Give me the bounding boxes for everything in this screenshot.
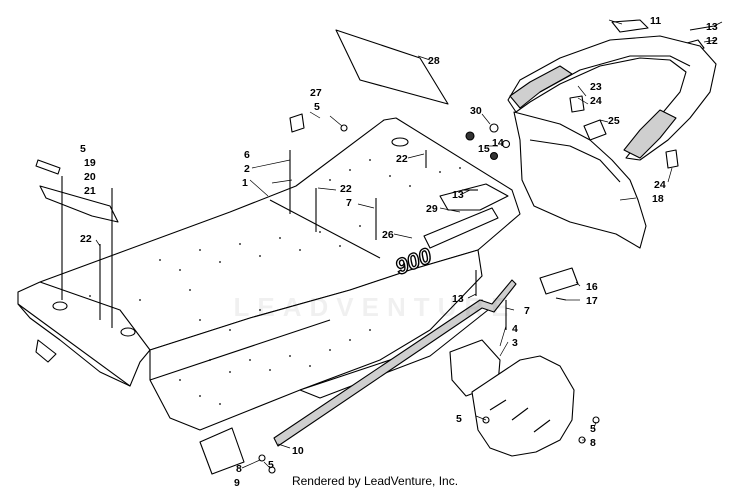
- callout-13b: 13: [706, 21, 718, 33]
- callout-14: 14: [492, 137, 504, 149]
- part-10-slide-rail: [273, 279, 517, 447]
- part-28-sheet: [335, 29, 449, 105]
- part-5-fastener-27: [340, 124, 348, 132]
- callout-25: 25: [608, 115, 620, 127]
- callout-16: 16: [586, 281, 598, 293]
- grab-bar-grip-right: [623, 109, 677, 159]
- tunnel-front-edge: [17, 303, 131, 387]
- callout-21: 21: [84, 185, 96, 197]
- part-19-strap: [35, 159, 61, 175]
- callout-5b: 5: [314, 101, 320, 113]
- callout-24a: 24: [590, 95, 602, 107]
- part-13-bolt-top: [689, 25, 715, 31]
- tunnel-rivet-holes: [89, 159, 461, 405]
- part-11-pad: [611, 19, 649, 33]
- callout-22c: 22: [340, 183, 352, 195]
- callout-15: 15: [478, 143, 490, 155]
- callout-13a: 13: [452, 189, 464, 201]
- part-30-washer: [489, 123, 499, 133]
- part-5-screw-left: [268, 466, 276, 474]
- part-14-washer: [501, 139, 511, 149]
- part-18-rear-flap: [513, 111, 647, 249]
- callout-22b: 22: [396, 153, 408, 165]
- part-24-bracket-lower: [665, 149, 679, 169]
- part-17-screw: [555, 297, 567, 301]
- tunnel-side-panel: [149, 249, 483, 431]
- part-5-screw-mid: [482, 416, 490, 424]
- callout-28: 28: [428, 55, 440, 67]
- part-16-plate: [539, 267, 579, 295]
- grab-bar-inner: [539, 55, 691, 93]
- callout-22a: 22: [80, 233, 92, 245]
- part-15-nut: [465, 131, 475, 141]
- tunnel-fold-line: [269, 199, 381, 259]
- callout-10: 10: [292, 445, 304, 457]
- bracket-cutouts: [489, 399, 551, 433]
- callout-24b: 24: [654, 179, 666, 191]
- callout-5a: 5: [80, 143, 86, 155]
- callout-29: 29: [426, 203, 438, 215]
- part-9-plate: [199, 427, 245, 475]
- callout-8a: 8: [590, 437, 596, 449]
- part-15-nut-2: [489, 151, 499, 161]
- tunnel-side-fold: [149, 319, 331, 381]
- callout-7b: 7: [524, 305, 530, 317]
- callout-3: 3: [512, 337, 518, 349]
- callout-30: 30: [470, 105, 482, 117]
- tunnel-hole-left: [52, 301, 68, 311]
- callout-labels: 1 2 6 5 19 20 21 22 27 5 28 22 22 7 13 2…: [80, 15, 718, 489]
- callout-27: 27: [310, 87, 322, 99]
- part-21-bracket: [39, 185, 119, 223]
- part-24-bracket-upper: [569, 95, 585, 113]
- tunnel-hole-top-rear: [391, 137, 409, 147]
- part-27-pad: [289, 113, 305, 133]
- callout-2: 2: [244, 163, 250, 175]
- part-25-bracket: [583, 119, 607, 141]
- callout-5e: 5: [268, 459, 274, 471]
- rear-flap-detail: [529, 139, 621, 183]
- callout-1: 1: [242, 177, 248, 189]
- callout-13c: 13: [452, 293, 464, 305]
- callout-11: 11: [650, 15, 661, 27]
- callout-19: 19: [84, 157, 96, 169]
- callout-8b: 8: [236, 463, 242, 475]
- callout-20: 20: [84, 171, 96, 183]
- callout-5d: 5: [590, 423, 596, 435]
- part-26-decal-panel: [423, 207, 499, 249]
- callout-17: 17: [586, 295, 598, 307]
- tunnel-hole-center: [120, 327, 136, 337]
- callout-26: 26: [382, 229, 394, 241]
- footer-credit: Rendered by LeadVenture, Inc.: [291, 474, 459, 488]
- part-8-screw-left: [258, 454, 266, 462]
- callout-9: 9: [234, 477, 240, 489]
- callout-12: 12: [706, 35, 718, 47]
- part-3-suspension-bracket: [471, 355, 575, 457]
- callout-23: 23: [590, 81, 602, 93]
- tunnel-front-tab: [35, 339, 57, 363]
- callout-18: 18: [652, 193, 664, 205]
- callout-4: 4: [512, 323, 518, 335]
- callout-7a: 7: [346, 197, 352, 209]
- callout-6: 6: [244, 149, 250, 161]
- callout-5c: 5: [456, 413, 462, 425]
- tunnel-top-ridge: [39, 281, 151, 351]
- part-29-decal: [439, 183, 509, 211]
